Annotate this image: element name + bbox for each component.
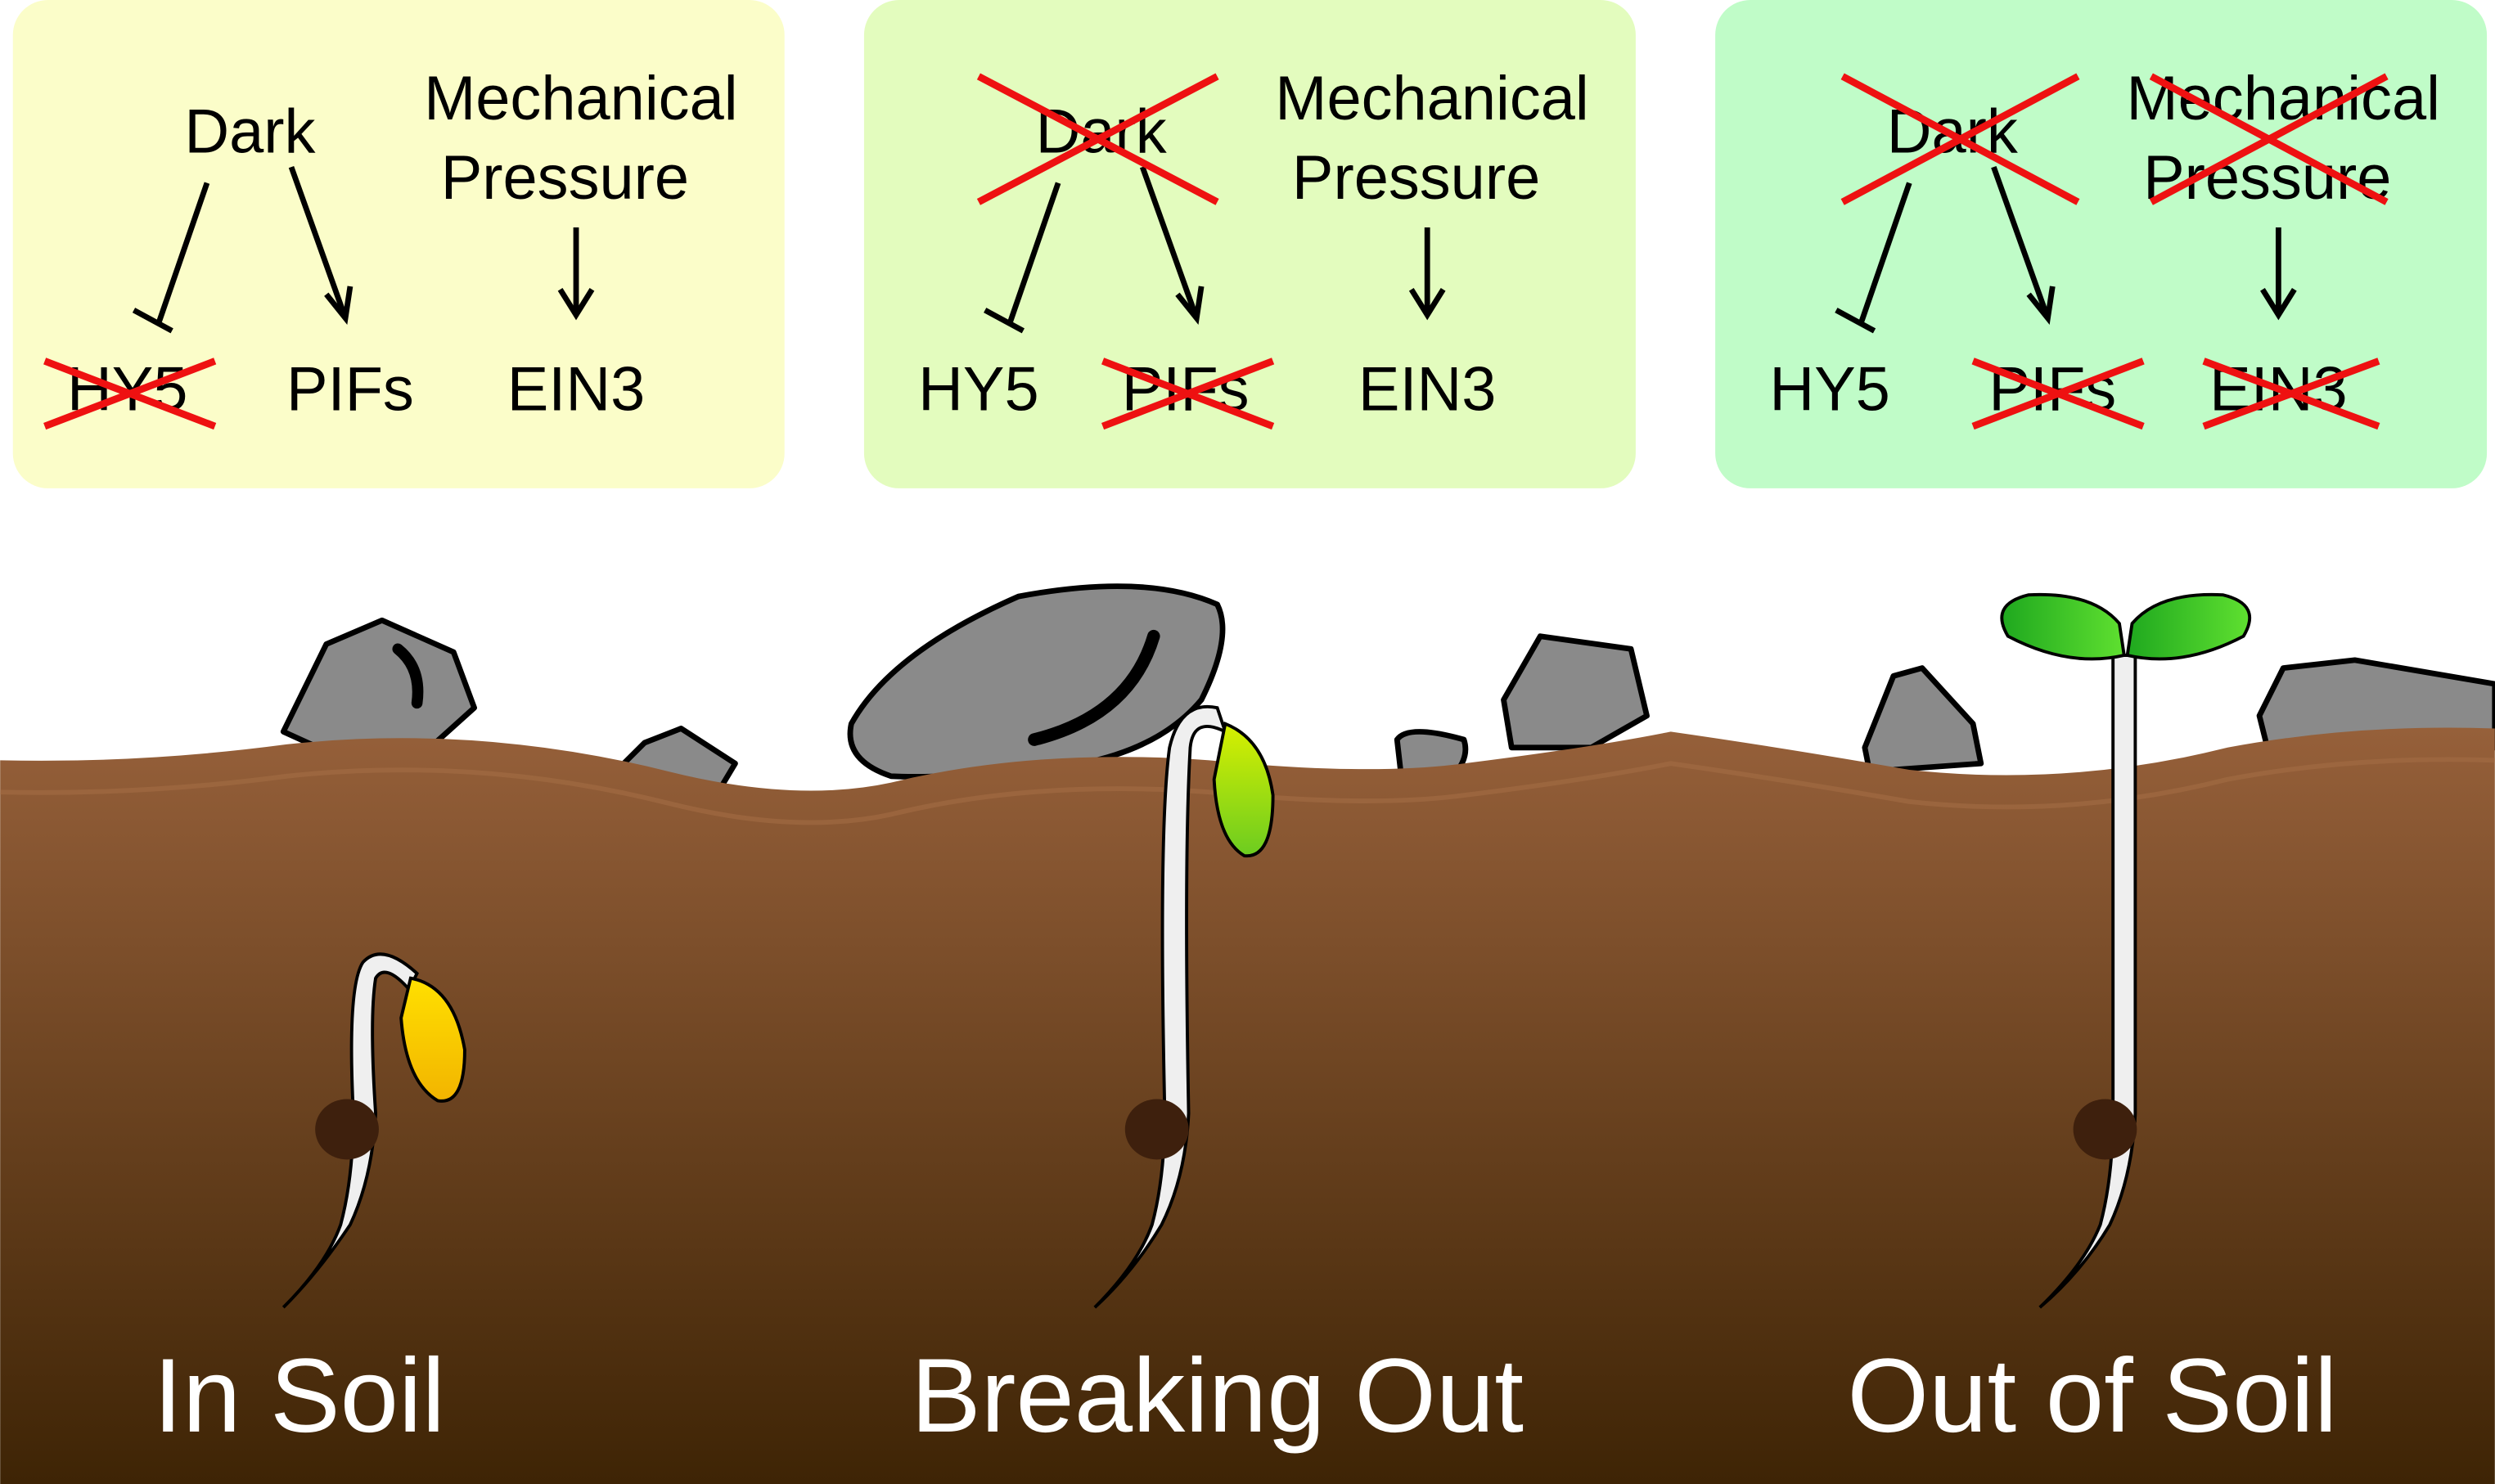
gene-hy5: HY5 bbox=[918, 355, 1038, 425]
rock bbox=[847, 583, 1226, 780]
signal-pressure: Pressure bbox=[441, 143, 689, 213]
cotyledon bbox=[1212, 721, 1275, 857]
gene-pifs: PIFs bbox=[286, 355, 414, 425]
rocks bbox=[280, 583, 2495, 798]
seed-coat bbox=[2073, 1099, 2137, 1160]
panel-breaking-out: Dark Mechanical Pressure HY5 PIFs EIN3 bbox=[863, 0, 1636, 488]
inhibit-arrow-icon bbox=[132, 182, 210, 334]
rock bbox=[280, 617, 477, 754]
cross-mark-icon bbox=[43, 358, 217, 430]
activate-arrow-icon bbox=[2260, 227, 2297, 321]
inhibit-arrow-icon bbox=[984, 182, 1061, 334]
inhibit-arrow-icon bbox=[1835, 182, 1912, 334]
activate-arrow-icon bbox=[1408, 227, 1446, 321]
signal-mechanical: Mechanical bbox=[2126, 64, 2439, 133]
activate-arrow-icon bbox=[1991, 166, 2056, 326]
seedling-out-of-soil bbox=[2000, 592, 2252, 1309]
activate-arrow-icon bbox=[557, 227, 595, 321]
signal-pressure: Pressure bbox=[2143, 143, 2391, 213]
cross-mark-icon bbox=[1101, 358, 1275, 430]
seedling-breaking-out bbox=[1093, 704, 1275, 1309]
panel-in-soil: Dark Mechanical Pressure HY5 PIFs EIN3 bbox=[12, 0, 785, 488]
gene-hy5: HY5 bbox=[1769, 355, 1889, 425]
rock bbox=[1862, 665, 1984, 775]
stage-label-breaking-out: Breaking Out bbox=[911, 1338, 1524, 1455]
signal-mechanical: Mechanical bbox=[424, 64, 737, 133]
activate-arrow-icon bbox=[288, 166, 354, 326]
soil bbox=[0, 727, 2495, 1484]
signal-mechanical: Mechanical bbox=[1275, 64, 1588, 133]
cross-mark-icon bbox=[2202, 358, 2380, 430]
gene-ein3: EIN3 bbox=[507, 355, 646, 425]
stage-label-out-of-soil: Out of Soil bbox=[1847, 1338, 2337, 1455]
cross-mark-icon bbox=[1971, 358, 2145, 430]
signal-pressure: Pressure bbox=[1292, 143, 1540, 213]
leaf bbox=[2000, 592, 2126, 661]
signal-dark: Dark bbox=[1036, 97, 1168, 167]
signal-dark: Dark bbox=[184, 97, 316, 167]
seed-coat bbox=[315, 1099, 379, 1160]
panel-background bbox=[863, 0, 1636, 488]
rock bbox=[1501, 633, 1650, 751]
cross-mark-icon bbox=[976, 73, 1219, 205]
cotyledon bbox=[399, 976, 466, 1103]
gene-ein3: EIN3 bbox=[1358, 355, 1497, 425]
stage-label-in-soil: In Soil bbox=[153, 1338, 445, 1455]
seedling-in-soil bbox=[281, 952, 466, 1309]
seed-coat bbox=[1124, 1099, 1189, 1160]
leaf bbox=[2125, 592, 2252, 661]
cross-mark-icon bbox=[1840, 73, 2080, 205]
activate-arrow-icon bbox=[1139, 166, 1205, 326]
cross-mark-icon bbox=[2149, 73, 2389, 205]
panel-out-of-soil: Dark Mechanical Pressure HY5 PIFs EIN3 bbox=[1715, 0, 2488, 488]
